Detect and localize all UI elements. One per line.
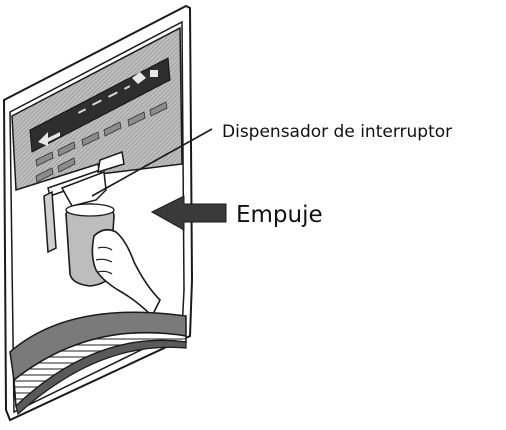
lock-icon xyxy=(150,70,158,77)
display-digits xyxy=(78,85,131,114)
drip-tray xyxy=(9,311,187,416)
control-panel xyxy=(11,26,183,192)
push-arrow-icon xyxy=(150,195,227,231)
ice-cube-icon xyxy=(132,72,146,84)
panel-buttons xyxy=(35,101,168,183)
hand xyxy=(91,228,161,318)
display-strip xyxy=(29,57,171,153)
switch-callout-line xyxy=(91,128,213,197)
dispenser-nozzle xyxy=(43,150,125,254)
dispenser-switch-paddle xyxy=(60,170,107,207)
arrow-left-icon xyxy=(38,132,60,146)
push-label: Empuje xyxy=(236,202,323,228)
switch-callout-label: Dispensador de interruptor xyxy=(222,122,452,142)
